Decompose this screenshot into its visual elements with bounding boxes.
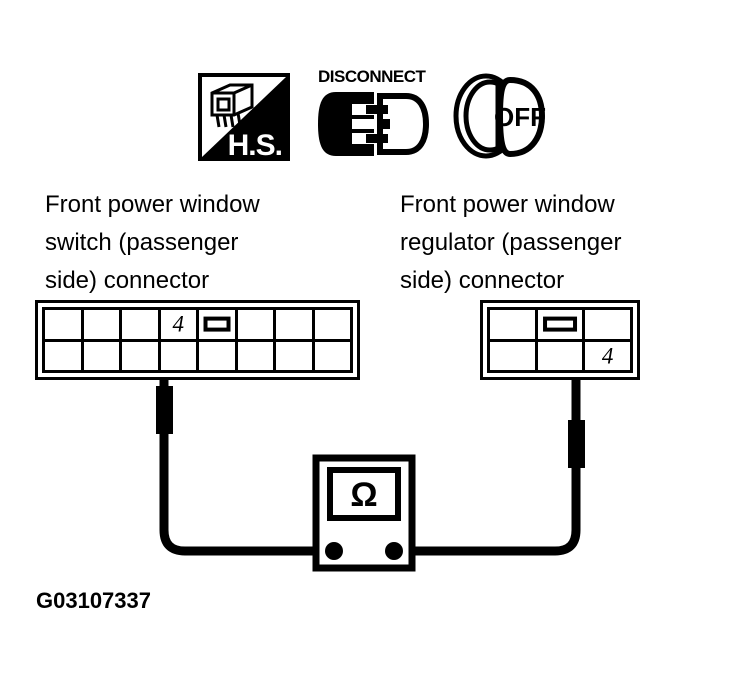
pin-number-label: 4	[172, 311, 185, 337]
connector-cell	[119, 341, 158, 370]
connector-cell	[80, 310, 120, 339]
connector-cell	[45, 342, 81, 371]
icon-row: H.S. DISCONNECT	[198, 68, 546, 163]
front-power-window-switch-connector: 4	[35, 300, 360, 380]
figure-code: G03107337	[36, 588, 151, 613]
connector-bottom-row	[45, 338, 351, 371]
connector-cell-pin-4: 4	[582, 341, 630, 370]
ohm-symbol: Ω	[350, 476, 377, 514]
connector-grid: 4	[487, 307, 633, 373]
connector-cell	[234, 341, 274, 370]
front-power-window-regulator-connector: 4	[480, 300, 640, 380]
connector-cell	[273, 341, 312, 370]
keyway-marker	[203, 316, 231, 332]
connector-cell	[234, 310, 274, 339]
connector-cell	[311, 341, 351, 370]
hs-icon-label: H.S.	[227, 129, 283, 161]
right-test-lead	[398, 378, 581, 556]
ohmmeter-terminal-right	[385, 542, 403, 560]
ohmmeter-body	[312, 454, 416, 572]
right-probe-body	[568, 420, 585, 468]
ignition-off-icon-label: OFF	[494, 102, 546, 132]
ohmmeter-display	[327, 467, 401, 521]
left-test-lead	[159, 378, 330, 556]
keyway-marker	[543, 316, 577, 332]
connector-cell	[534, 341, 583, 370]
connector-top-row	[490, 310, 630, 339]
connector-cell	[273, 310, 312, 339]
connector-cell	[490, 342, 535, 371]
hs-icon-art	[202, 77, 286, 157]
disconnect-icon-art	[318, 92, 430, 156]
connector-cell	[80, 341, 120, 370]
connector-grid: 4	[42, 307, 353, 373]
connector-cell-pin-4: 4	[157, 310, 197, 339]
connector-cell	[582, 310, 630, 339]
disconnect-icon-label: DISCONNECT	[318, 67, 426, 86]
ohmmeter-terminal-left	[325, 542, 343, 560]
connector-bottom-row: 4	[490, 338, 630, 371]
connector-cell-keyway	[196, 310, 235, 339]
connector-cell	[157, 341, 197, 370]
connector-cell	[311, 310, 351, 339]
connector-cell-keyway	[534, 310, 583, 339]
connector-cell	[119, 310, 158, 339]
pin-number-label: 4	[601, 343, 614, 369]
disconnect-icon: DISCONNECT	[316, 68, 431, 163]
connector-cell	[490, 310, 535, 339]
connector-cell	[196, 341, 235, 370]
left-probe-body	[156, 386, 173, 434]
connector-cell	[45, 310, 81, 339]
connector-top-row: 4	[45, 310, 350, 339]
hs-icon: H.S.	[198, 73, 290, 161]
ignition-off-icon: OFF	[453, 73, 546, 159]
right-connector-caption: Front power window regulator (passenger …	[400, 191, 622, 294]
left-connector-caption: Front power window switch (passenger sid…	[45, 191, 260, 294]
